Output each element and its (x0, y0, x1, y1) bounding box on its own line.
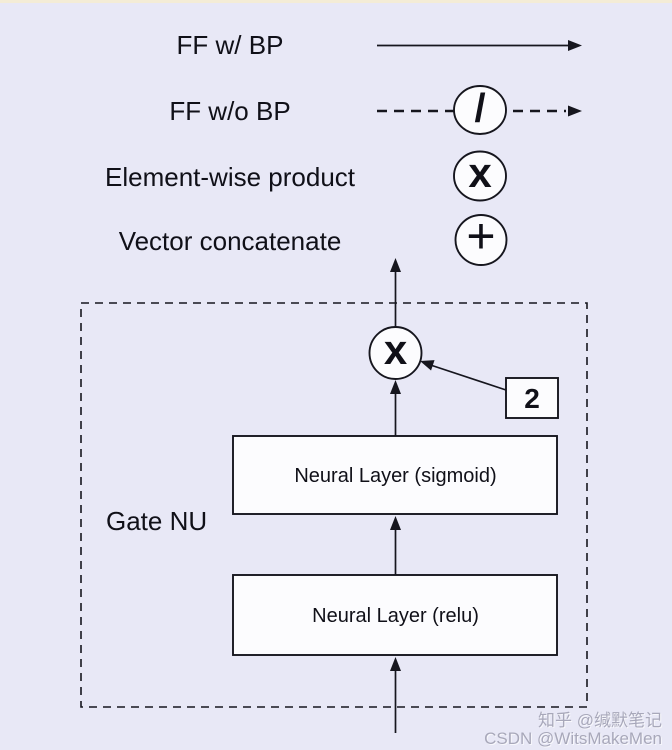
input-arrow (390, 657, 401, 733)
product-node-label: x (384, 326, 408, 373)
product-node: x (368, 326, 423, 380)
legend-label-element-wise-product: Element-wise product (105, 162, 356, 192)
watermark-csdn: CSDN @WitsMakeMen (484, 729, 662, 748)
watermark: 知乎 @缄默笔记 CSDN @WitsMakeMen (484, 712, 662, 748)
solid-arrow-icon (377, 40, 582, 51)
sigmoid-layer-label: Neural Layer (sigmoid) (294, 465, 496, 487)
output-arrow (390, 258, 401, 327)
slash-icon: / (474, 87, 485, 131)
sigmoid-to-product-arrow (390, 380, 401, 436)
watermark-zhihu: 知乎 @缄默笔记 (538, 711, 662, 730)
legend-label-ff-with-bp: FF w/ BP (177, 30, 284, 60)
legend-label-vector-concatenate: Vector concatenate (119, 226, 342, 256)
circle-x-icon: x (453, 149, 507, 202)
dashed-arrow-icon: / (377, 85, 582, 135)
top-strip (0, 0, 672, 3)
weight-to-product-arrow (420, 360, 507, 391)
circle-plus-icon: + (454, 208, 508, 266)
legend-label-ff-without-bp: FF w/o BP (169, 96, 290, 126)
weight-node: 2 (505, 377, 559, 419)
gate-nu-label: Gate NU (106, 506, 207, 536)
x-symbol: x (468, 149, 492, 196)
sigmoid-layer-node: Neural Layer (sigmoid) (232, 435, 558, 515)
relu-layer-node: Neural Layer (relu) (232, 574, 558, 656)
relu-layer-label: Neural Layer (relu) (312, 605, 479, 627)
weight-node-label: 2 (524, 383, 540, 414)
gate-nu-group-box (80, 302, 588, 708)
plus-symbol: + (466, 208, 495, 264)
relu-to-sigmoid-arrow (390, 516, 401, 575)
